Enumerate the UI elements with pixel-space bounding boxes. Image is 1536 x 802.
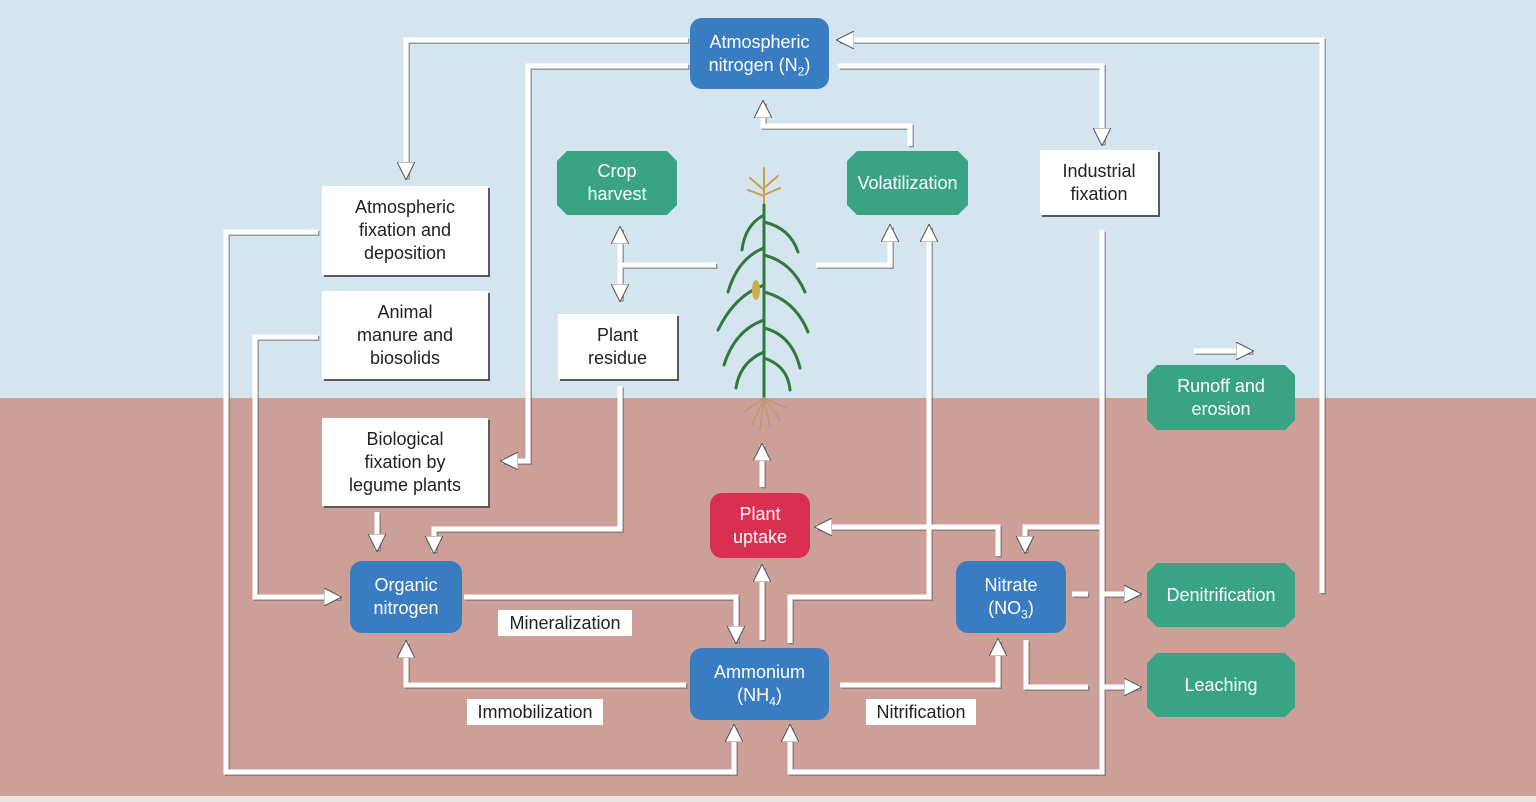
label-text: Mineralization <box>509 613 621 633</box>
node-text: fixation and <box>358 220 452 240</box>
node-text: Nitrate <box>984 575 1038 595</box>
node-text: ) <box>775 685 782 705</box>
node-text: Biological <box>366 428 444 449</box>
node-text: uptake <box>732 526 788 547</box>
node-text: fixation by <box>364 451 446 472</box>
node-text: fixation <box>1070 183 1128 204</box>
node-text: legume plants <box>348 474 462 495</box>
node-text: erosion <box>1191 398 1251 419</box>
node-text: Atmospheric <box>354 197 456 217</box>
node-ammonium: Ammonium (NH4) <box>690 648 829 720</box>
node-text: deposition <box>363 243 447 263</box>
node-text: harvest <box>587 184 647 204</box>
subscript: 3 <box>1021 607 1028 622</box>
node-crop-harvest: Crop harvest <box>557 151 677 215</box>
label-text: Immobilization <box>477 702 593 722</box>
node-text: residue <box>587 347 648 368</box>
node-text: biosolids <box>369 347 441 368</box>
node-text: Crop <box>597 161 637 181</box>
node-text: Leaching <box>1184 674 1258 695</box>
label-mineralization: Mineralization <box>498 610 632 636</box>
label-immobilization: Immobilization <box>467 699 603 725</box>
node-atmospheric-fixation: Atmospheric fixation and deposition <box>322 186 488 275</box>
node-text: Organic <box>374 575 438 595</box>
node-volatilization: Volatilization <box>847 151 968 215</box>
node-text: Volatilization <box>857 172 958 193</box>
label-nitrification: Nitrification <box>866 699 976 725</box>
node-organic-nitrogen: Organic nitrogen <box>350 561 462 633</box>
node-denitrification: Denitrification <box>1147 563 1295 627</box>
subscript: 4 <box>769 694 776 709</box>
node-text: Industrial <box>1062 160 1136 181</box>
node-text: manure and <box>356 324 454 345</box>
bottom-strip <box>0 796 1536 802</box>
node-nitrate: Nitrate (NO3) <box>956 561 1066 633</box>
node-text: Plant <box>596 324 638 345</box>
subscript: 2 <box>797 64 805 79</box>
node-text: Animal <box>377 301 433 322</box>
label-text: Nitrification <box>876 702 966 722</box>
node-text: Denitrification <box>1166 584 1276 605</box>
node-text: ) <box>1027 598 1034 618</box>
node-text: Plant <box>739 503 781 524</box>
node-text: ) <box>804 54 811 75</box>
node-text: nitrogen (N <box>708 54 798 75</box>
node-text: Runoff and <box>1177 375 1265 396</box>
node-text: Ammonium <box>713 662 806 682</box>
node-leaching: Leaching <box>1147 653 1295 717</box>
node-text: (NH <box>737 685 770 705</box>
node-text: nitrogen <box>373 598 439 618</box>
node-text: (NO <box>988 598 1022 618</box>
node-text: Atmospheric <box>709 31 810 52</box>
